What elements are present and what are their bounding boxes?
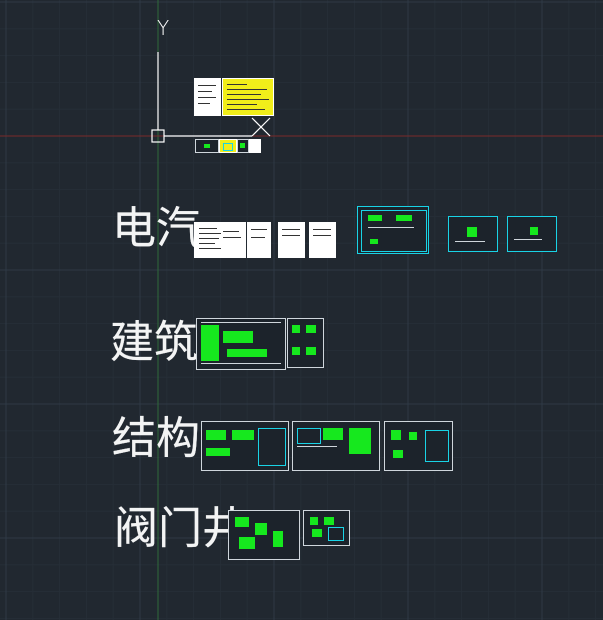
- drawing-sheet-small-3[interactable]: [237, 139, 249, 153]
- row-label-electrical[interactable]: 电汽: [112, 203, 200, 254]
- drawing-sheet-electrical-wiring[interactable]: [357, 206, 429, 254]
- drawing-sheet-structure-2[interactable]: [292, 421, 380, 471]
- drawing-sheet-small-2[interactable]: [219, 139, 237, 153]
- drawing-sheet-valve-well-2[interactable]: [303, 510, 350, 546]
- drawing-sheet-architecture-2[interactable]: [287, 318, 324, 368]
- drawing-sheet-valve-well-1[interactable]: [228, 510, 300, 560]
- drawing-sheet-electrical-2[interactable]: [247, 222, 271, 258]
- drawing-sheet-electrical-3[interactable]: [278, 222, 305, 258]
- drawing-sheet-cover-index[interactable]: [194, 78, 221, 116]
- drawing-sheet-structure-3[interactable]: [384, 421, 453, 471]
- row-label-architecture[interactable]: 建筑: [110, 317, 198, 368]
- drawing-sheet-small-1[interactable]: [195, 139, 219, 153]
- drawing-sheet-small-4[interactable]: [249, 139, 261, 153]
- drawing-sheet-electrical-panel-1[interactable]: [448, 216, 498, 252]
- row-label-structure[interactable]: 结构: [112, 413, 200, 464]
- drawing-sheet-architecture-1[interactable]: [196, 318, 286, 370]
- drawing-sheet-structure-1[interactable]: [201, 421, 289, 471]
- drawing-sheet-electrical-4[interactable]: [309, 222, 336, 258]
- ucs-y-axis-label: Y: [157, 16, 170, 40]
- drawing-sheet-electrical-panel-2[interactable]: [507, 216, 557, 252]
- drawing-sheet-notes-yellow[interactable]: [222, 78, 274, 116]
- drawing-sheet-electrical-1[interactable]: [194, 222, 246, 258]
- row-label-valve-well[interactable]: 阀门井: [114, 503, 246, 554]
